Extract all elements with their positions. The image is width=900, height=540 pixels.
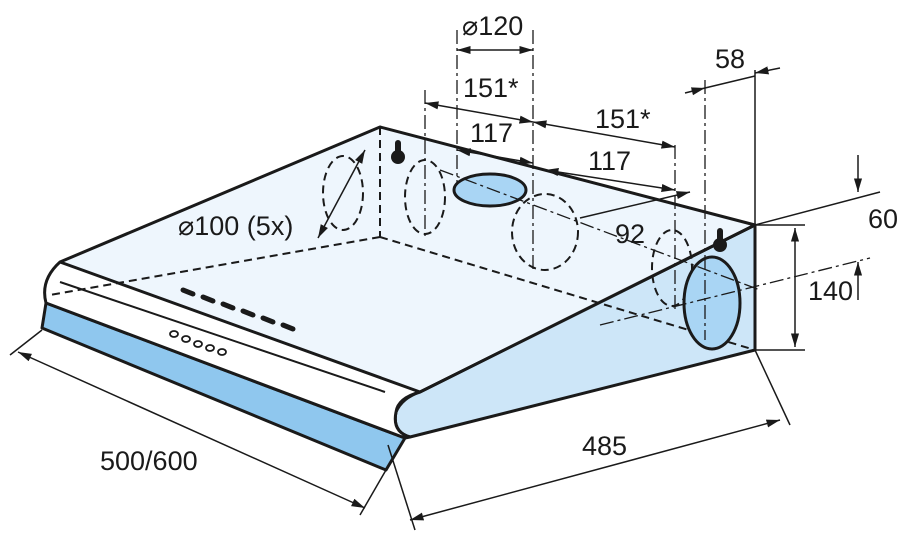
keyhole-icon [713,228,727,252]
label-depth: 485 [582,431,627,461]
label-duct-diameter: ⌀120 [462,11,523,41]
hood-top-surface [60,127,755,392]
label-vent-holes: ⌀100 (5x) [178,211,293,241]
label-depth-offset: 92 [615,219,645,249]
dim-line [424,101,534,124]
dim-line [684,87,706,96]
dim-line [317,149,366,239]
dim-line [579,191,691,219]
label-height-side: 140 [808,276,853,306]
dim-line [409,419,781,521]
hidden-edge [49,236,381,296]
dim-line [544,168,676,192]
label-inner-spacing-right: 117 [588,146,631,176]
label-inner-spacing-left: 117 [470,118,513,148]
label-width: 500/600 [100,446,198,476]
centerline [439,169,761,291]
ext-line [387,444,416,531]
dim-line [532,120,676,149]
ext-line [754,349,791,426]
hood-edge [419,223,756,394]
ext-line [9,329,43,356]
dim-line [704,75,756,89]
dim-line [754,66,781,75]
side-duct-opening [682,255,742,351]
control-slots [180,287,296,332]
keyhole-icon [391,140,405,164]
label-hole-spacing-right: 151* [595,104,651,134]
label-hole-spacing-left: 151* [463,73,519,103]
vent-hole [511,193,579,271]
dim-line [17,351,366,509]
ext-line [754,191,881,226]
label-height-top: 60 [868,204,898,234]
dim-line [456,148,534,165]
centerline [599,257,871,326]
label-side-offset: 58 [715,44,745,74]
